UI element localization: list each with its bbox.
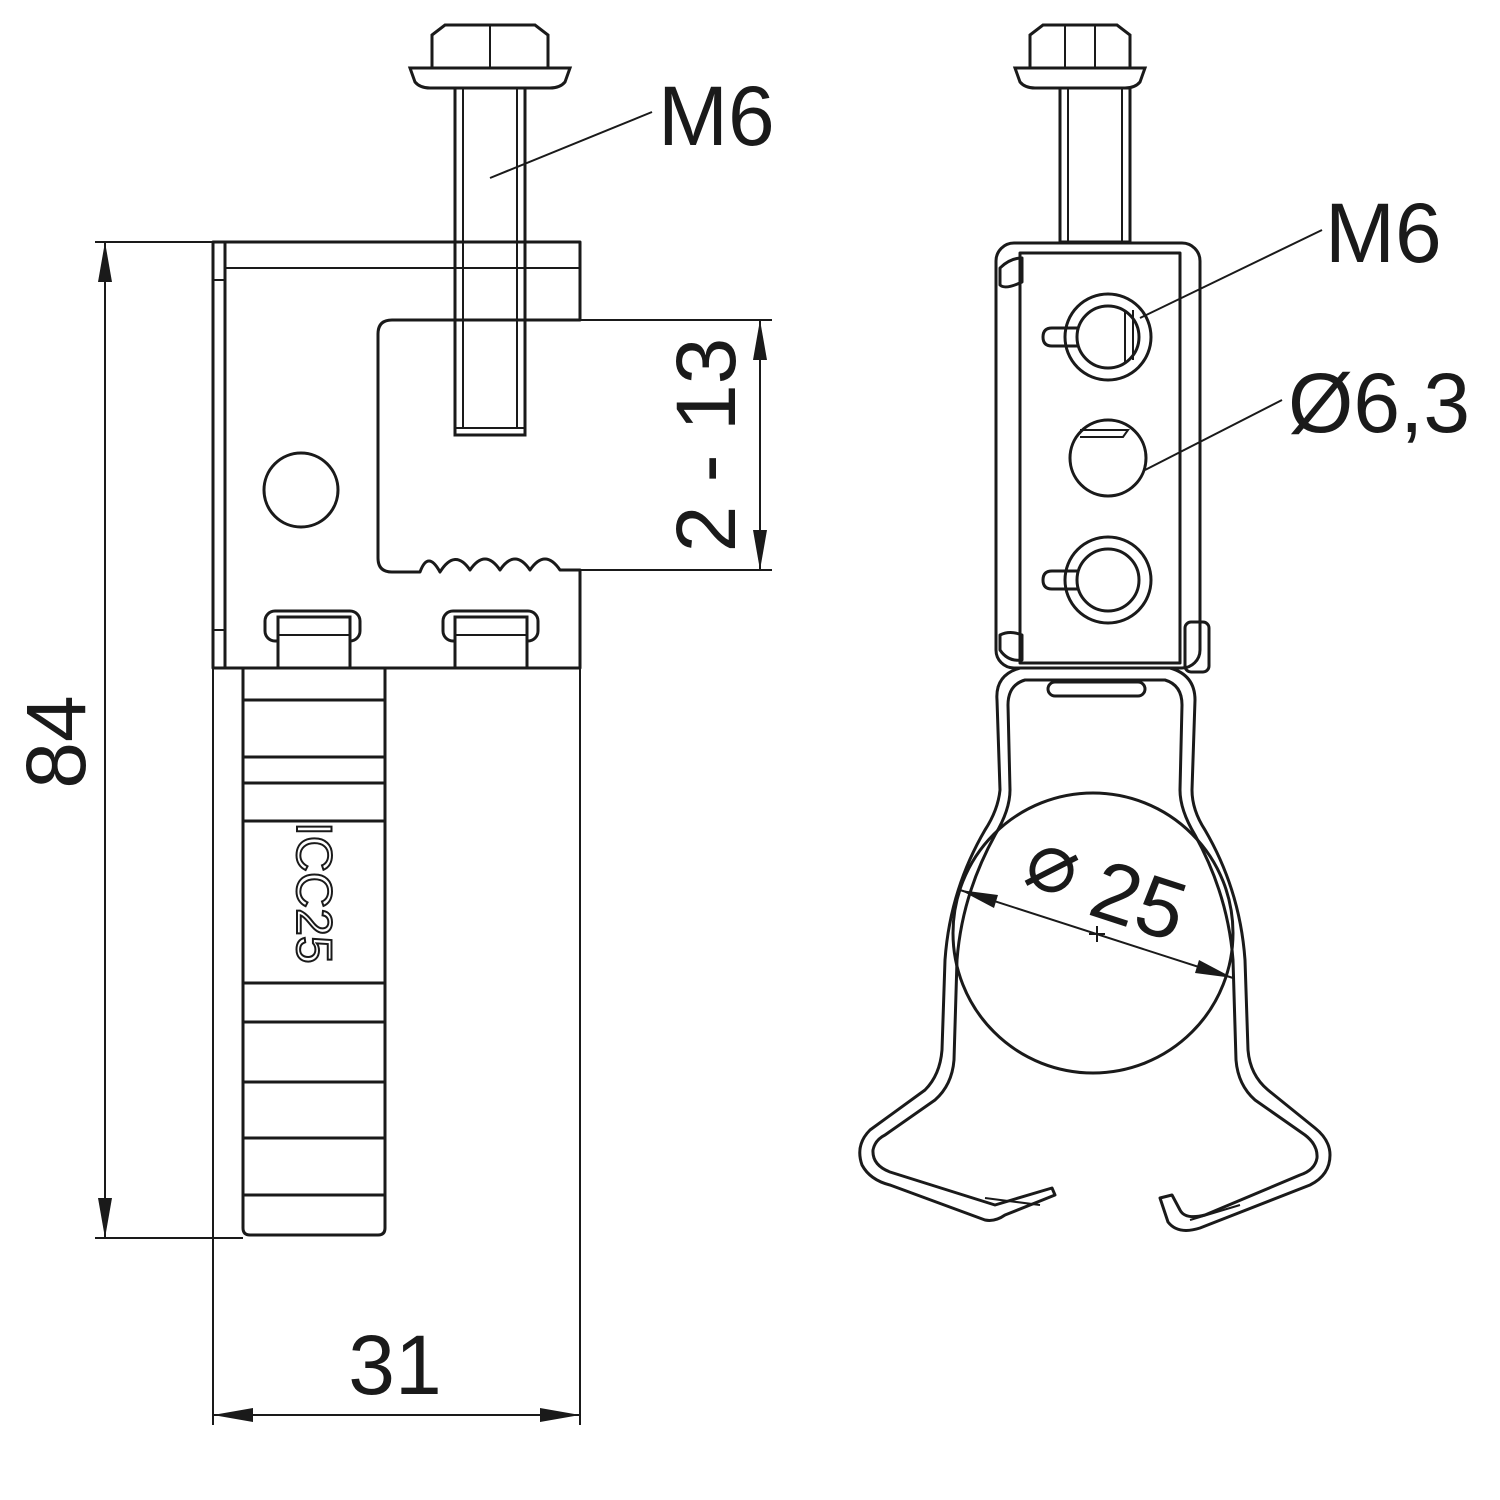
dimension-clamp-range: 2 - 13: [580, 319, 772, 571]
bolt-callout: M6: [489, 69, 775, 179]
mounting-hole: [262, 451, 340, 529]
dimension-84-label: 84: [9, 695, 103, 788]
keyhole-slot-bottom: [1041, 535, 1153, 625]
clip-spring: [858, 666, 1332, 1232]
side-view: ICC25 84 31 2 - 13 M6: [9, 23, 775, 1425]
front-view: M6 Ø6,3 ⌀ 25: [858, 23, 1470, 1232]
dimension-31: 31: [212, 668, 581, 1425]
thread-label: M6: [1325, 186, 1442, 280]
tab-right: [441, 609, 540, 670]
diameter-symbol: ⌀: [1015, 810, 1092, 915]
bolt-side: [407, 23, 573, 437]
bolt-label: M6: [658, 69, 775, 163]
thread-callout: M6: [1139, 186, 1442, 319]
dimension-31-label: 31: [348, 1318, 441, 1412]
hole-diameter-label: Ø6,3: [1288, 356, 1470, 450]
hole-callout: Ø6,3: [1144, 356, 1470, 471]
embossed-text: ICC25: [286, 822, 342, 964]
tab-left: [263, 609, 362, 670]
dimension-84: 84: [9, 241, 243, 1239]
bolt-front: [1012, 23, 1148, 244]
keyhole-slot-top: [1041, 292, 1153, 382]
pipe-circle: [951, 791, 1235, 1075]
round-hole: [1068, 418, 1148, 498]
bracket-body: [211, 240, 582, 670]
clip-strip: ICC25: [241, 668, 387, 1237]
clamp-range-label: 2 - 13: [659, 338, 753, 553]
mounting-plate: [994, 241, 1211, 674]
